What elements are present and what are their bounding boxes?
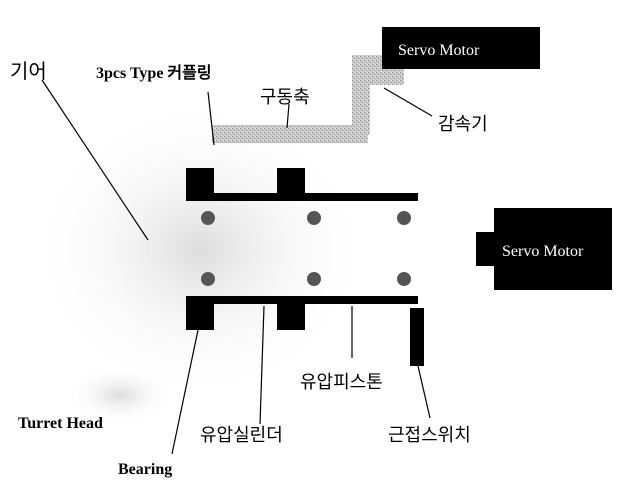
hydraulic-cylinder-label: 유압실린더 [200,425,283,446]
bearing-ball [201,272,215,286]
lower-block-right [277,296,305,330]
bearing-ball [397,272,411,286]
bearing-ball [201,211,215,225]
upper-block-left [186,168,214,201]
turret-head-body [30,100,370,400]
drive-shaft [212,55,404,143]
bearing-ball [307,272,321,286]
servo-motor-right-label: Servo Motor [502,243,584,260]
upper-block-right [277,168,305,201]
gear-label: 기어 [10,59,47,83]
proximity-switch [410,308,424,366]
proximity-switch-label: 근접스위치 [388,425,471,446]
bearing-label: Bearing [118,461,172,478]
bearing-ball [397,211,411,225]
drive-shaft-label: 구동축 [260,87,310,108]
servo-motor-top [382,27,540,69]
coupling-label: 3pcs Type 커플링 [96,63,212,82]
servo-motor-top-label: Servo Motor [398,42,480,59]
turret-head-shadow [65,365,175,425]
turret-head-label: Turret Head [18,415,103,432]
lower-block-left [186,296,214,330]
servo-motor-right [494,208,612,290]
leader-lines [41,79,433,455]
reducer-label: 감속기 [438,114,488,135]
bearing-ball [307,211,321,225]
hydraulic-piston-label: 유압피스톤 [300,372,383,393]
